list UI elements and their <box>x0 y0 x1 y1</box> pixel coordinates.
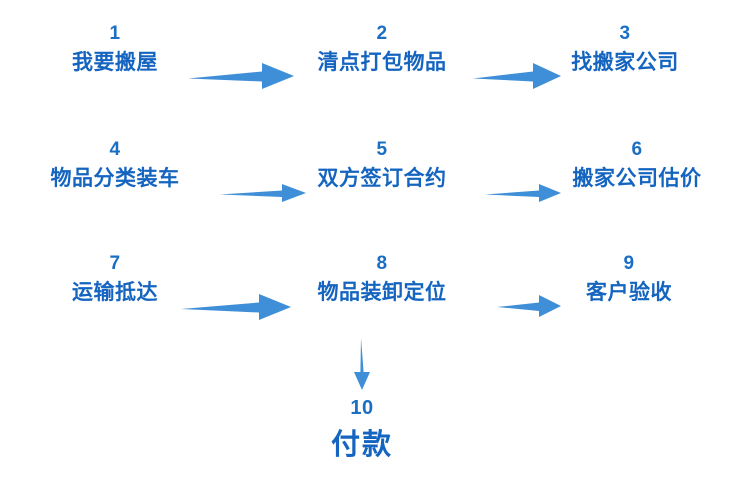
step-label-3: 找搬家公司 <box>571 51 679 74</box>
step-number-6: 6 <box>631 139 643 160</box>
step-number-9: 9 <box>623 253 635 274</box>
step-label-7: 运输抵达 <box>72 281 158 304</box>
flow-step-6[interactable]: 6 搬家公司估价 <box>573 140 702 190</box>
step-label-2: 清点打包物品 <box>317 51 447 74</box>
step-label-6: 搬家公司估价 <box>572 167 702 190</box>
step-number-7: 7 <box>109 253 121 274</box>
flow-step-2[interactable]: 2 清点打包物品 <box>318 24 447 74</box>
flow-step-5[interactable]: 5 双方签订合约 <box>318 140 447 190</box>
arrow-8-to-10 <box>350 338 374 390</box>
step-number-2: 2 <box>376 23 388 44</box>
flow-step-1[interactable]: 1 我要搬屋 <box>72 24 158 74</box>
step-label-10: 付款 <box>330 429 394 461</box>
step-number-4: 4 <box>109 139 121 160</box>
arrow-5-to-6 <box>485 182 561 204</box>
step-number-1: 1 <box>109 23 121 44</box>
step-label-5: 双方签订合约 <box>317 167 447 190</box>
flow-step-3[interactable]: 3 找搬家公司 <box>571 24 679 74</box>
step-number-10: 10 <box>350 397 374 419</box>
step-label-4: 物品分类装车 <box>50 167 180 190</box>
flow-step-9[interactable]: 9 客户验收 <box>586 254 672 304</box>
step-label-9: 客户验收 <box>586 281 672 304</box>
step-label-8: 物品装卸定位 <box>317 281 447 304</box>
step-number-3: 3 <box>619 23 631 44</box>
arrow-1-to-2 <box>188 61 294 91</box>
arrow-4-to-5 <box>220 182 306 204</box>
arrow-8-to-9 <box>497 293 561 319</box>
arrow-7-to-8 <box>181 292 291 322</box>
flow-step-8[interactable]: 8 物品装卸定位 <box>318 254 447 304</box>
arrow-2-to-3 <box>473 61 561 91</box>
flow-step-4[interactable]: 4 物品分类装车 <box>51 140 180 190</box>
step-number-8: 8 <box>376 253 388 274</box>
flow-step-10[interactable]: 10 付款 <box>331 398 393 460</box>
flow-step-7[interactable]: 7 运输抵达 <box>72 254 158 304</box>
step-number-5: 5 <box>376 139 388 160</box>
step-label-1: 我要搬屋 <box>72 51 158 74</box>
